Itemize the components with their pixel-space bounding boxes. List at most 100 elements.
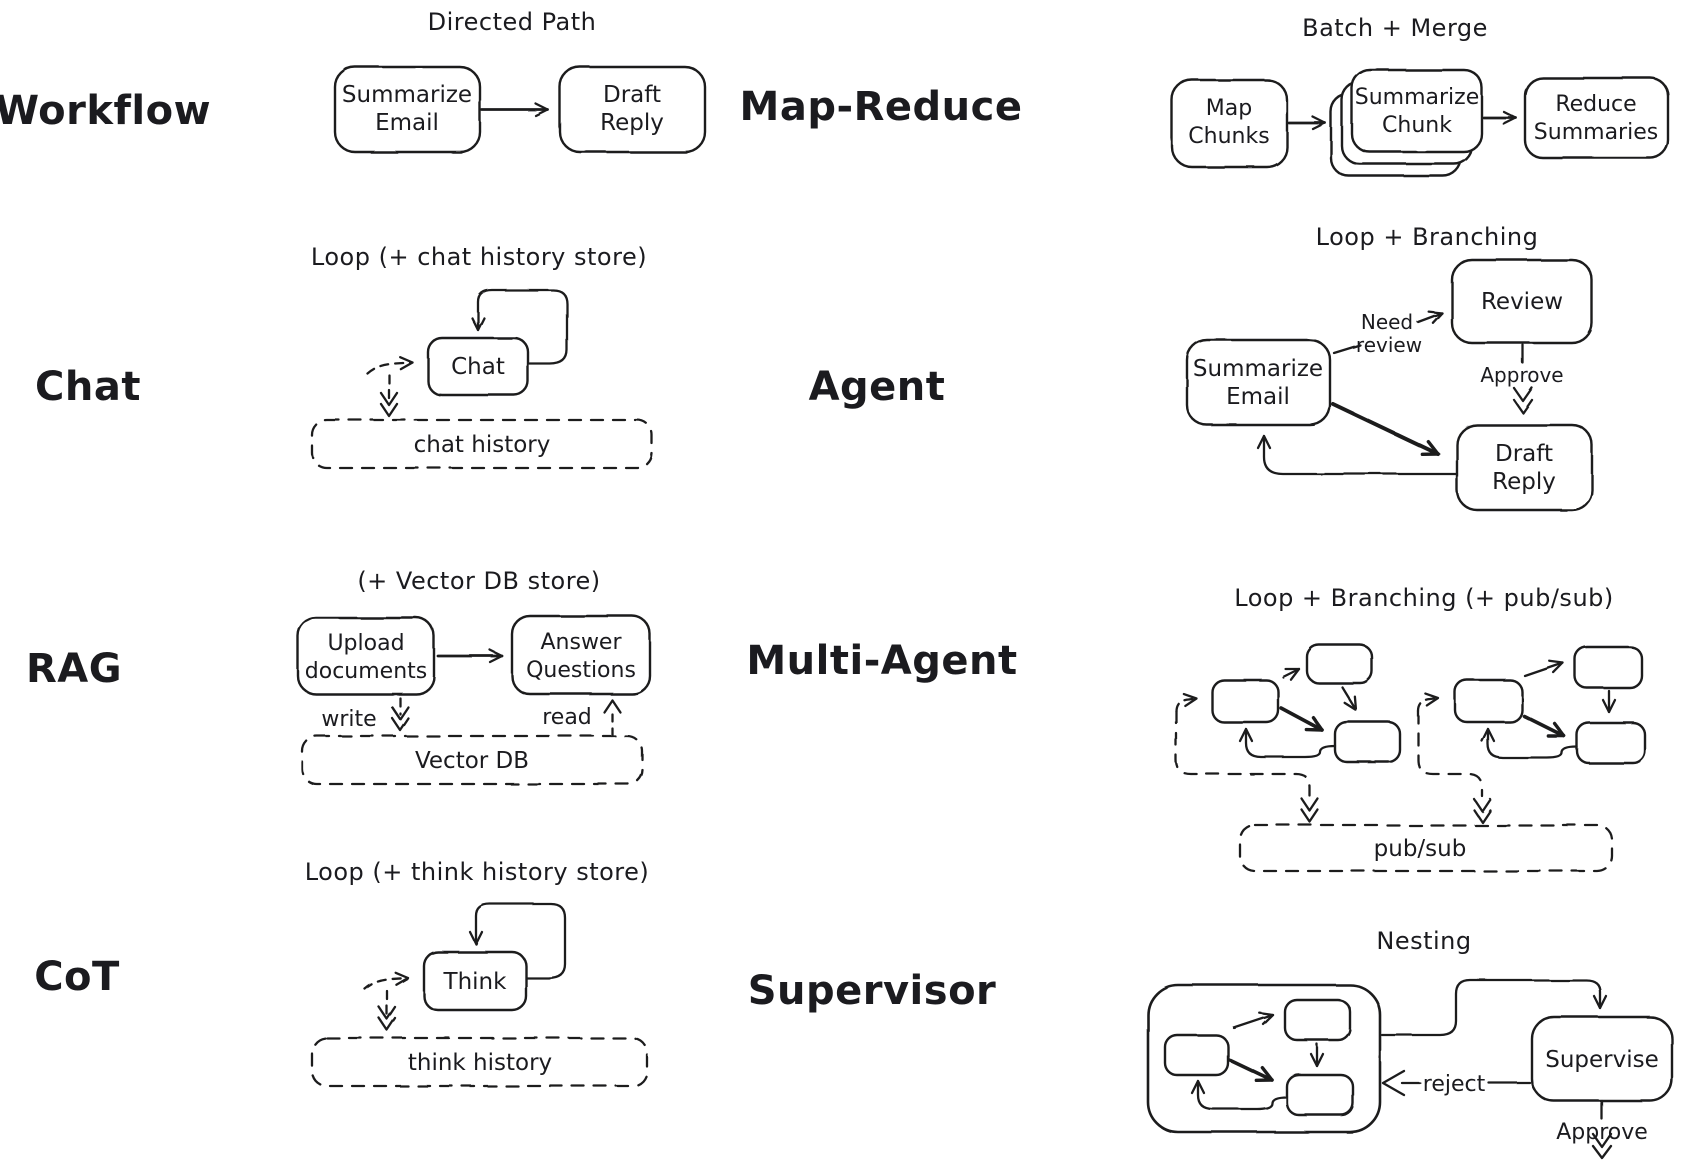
cluster2-left-to-top-arrow — [1523, 660, 1565, 678]
rag-label: RAG — [26, 646, 122, 692]
arrow-summarize-to-draft-reply — [1331, 402, 1440, 457]
node-summarize-chunk-line1: Summarize — [1355, 85, 1480, 110]
node-draft-reply-line2: Reply — [600, 110, 664, 136]
edge-need-review-line2: review — [1356, 333, 1422, 357]
agent-drawing — [1185, 258, 1594, 512]
node-summarize-email-line1: Summarize — [342, 82, 472, 108]
approve-arrowhead — [1512, 386, 1534, 415]
supervisor-title: Nesting — [1376, 927, 1471, 955]
multi-agent-cluster1-bottom-node — [1333, 720, 1402, 764]
workflow-label: Workflow — [0, 88, 211, 134]
store-vector-db-label: Vector DB — [415, 748, 529, 774]
cot-self-loop-arrow — [468, 902, 567, 980]
cluster2-pubsub-in-arrow — [1416, 692, 1440, 713]
node-chat-label: Chat — [451, 354, 505, 380]
store-think-history — [310, 1036, 649, 1088]
node-map-chunks — [1170, 78, 1289, 169]
multi-agent-cluster1-left-node — [1210, 678, 1280, 724]
multi-agent-cluster2-left-node — [1453, 678, 1524, 724]
map-reduce-label: Map-Reduce — [740, 84, 1023, 130]
multi-agent-drawing — [1174, 643, 1647, 873]
need-review-arrow-tail — [1332, 343, 1362, 355]
inner-feedback-arrow — [1190, 1079, 1289, 1111]
supervisor-drawing — [1146, 978, 1674, 1160]
node-answer-line1: Answer — [540, 630, 622, 655]
node-agent-summarize-email — [1185, 338, 1332, 427]
store-vector-db — [300, 734, 644, 786]
reject-arrowhead — [1381, 1069, 1406, 1097]
cluster1-feedback-arrow — [1238, 727, 1337, 759]
node-upload-documents — [296, 616, 436, 696]
node-draft-reply-line1: Draft — [603, 82, 661, 108]
cot-drawing — [310, 902, 649, 1088]
inner-left-to-bottom-arrow — [1228, 1058, 1274, 1083]
edge-write-label: write — [321, 707, 376, 732]
multi-agent-cluster2-bottom-node — [1575, 721, 1647, 765]
supervisor-inner-bottom-node — [1285, 1073, 1355, 1117]
cluster2-pubsub-arrowhead — [1472, 797, 1492, 824]
cot-title: Loop (+ think history store) — [305, 858, 650, 886]
chat-self-loop-arrow — [470, 288, 569, 366]
node-chat — [426, 336, 530, 397]
node-review — [1450, 258, 1594, 345]
agent-title: Loop + Branching — [1316, 223, 1539, 251]
cluster1-pubsub-in-arrow — [1174, 692, 1198, 713]
agent-label: Agent — [809, 364, 946, 410]
map-reduce-title: Batch + Merge — [1302, 14, 1488, 42]
need-review-arrow-head — [1416, 310, 1444, 324]
supervisor-inner-left-node — [1163, 1033, 1230, 1077]
node-reduce-summaries-line2: Summaries — [1534, 120, 1658, 145]
multi-agent-label: Multi-Agent — [746, 638, 1017, 684]
node-answer-line2: Questions — [526, 658, 636, 683]
supervise-approve-arrowhead — [1591, 1132, 1613, 1160]
node-map-chunks-line2: Chunks — [1188, 124, 1269, 149]
read-arrowhead — [602, 698, 622, 714]
cluster2-pubsub-pipe — [1416, 709, 1484, 798]
node-review-label: Review — [1481, 289, 1563, 315]
node-map-chunks-line1: Map — [1206, 96, 1252, 121]
rag-drawing — [296, 614, 652, 786]
store-chat-history — [310, 418, 654, 470]
chat-title: Loop (+ chat history store) — [311, 243, 647, 271]
multi-agent-cluster2-top-node — [1573, 645, 1644, 690]
node-agent-draft-line2: Reply — [1492, 469, 1556, 495]
think-history-read-arrow — [363, 971, 410, 991]
store-think-history-label: think history — [408, 1050, 552, 1076]
edge-reject-label: reject — [1423, 1072, 1486, 1097]
edge-approve-label: Approve — [1480, 363, 1563, 387]
multi-agent-title: Loop + Branching (+ pub/sub) — [1234, 584, 1614, 612]
edge-need-review-line1: Need — [1361, 310, 1413, 334]
node-reduce-summaries — [1523, 76, 1670, 160]
edge-supervisor-approve-label: Approve — [1556, 1120, 1648, 1145]
workflow-title: Directed Path — [428, 8, 597, 36]
feedback-draft-to-summarize — [1256, 434, 1459, 476]
edge-read-label: read — [542, 705, 592, 730]
node-summarize-chunk — [1350, 68, 1484, 154]
node-think-label: Think — [443, 969, 508, 995]
cluster1-top-to-bottom-arrow — [1340, 685, 1358, 712]
chat-label: Chat — [35, 364, 141, 410]
cluster1-pubsub-pipe — [1174, 709, 1312, 798]
node-supervise-label: Supervise — [1545, 1047, 1659, 1073]
rag-title: (+ Vector DB store) — [357, 567, 600, 595]
cluster1-left-to-bottom-arrow — [1279, 706, 1324, 732]
node-agent-draft-line1: Draft — [1495, 441, 1553, 467]
chat-history-write-arrowhead — [379, 391, 399, 418]
store-chat-history-label: chat history — [414, 432, 551, 458]
store-pub-sub-label: pub/sub — [1374, 836, 1467, 862]
multi-agent-cluster1-top-node — [1305, 643, 1374, 685]
cluster1-pubsub-arrowhead — [1300, 797, 1320, 824]
node-summarize-chunk-line2: Chunk — [1382, 113, 1452, 138]
node-draft-reply — [558, 65, 707, 154]
node-summarize-email — [333, 65, 482, 154]
inner-left-to-top-arrow — [1232, 1011, 1275, 1030]
cluster2-left-to-bottom-arrow — [1522, 714, 1566, 738]
node-summarize-email-line2: Email — [375, 110, 439, 136]
node-reduce-summaries-line1: Reduce — [1555, 92, 1636, 117]
node-upload-line2: documents — [305, 659, 427, 684]
workflow-drawing — [333, 65, 707, 154]
node-agent-summarize-line1: Summarize — [1193, 356, 1323, 382]
supervisor-inner-top-node — [1283, 998, 1352, 1042]
diagram-labels: Workflow Directed Path Summarize Email D… — [0, 8, 1659, 1145]
cluster1-left-to-top-arrow — [1281, 667, 1301, 681]
